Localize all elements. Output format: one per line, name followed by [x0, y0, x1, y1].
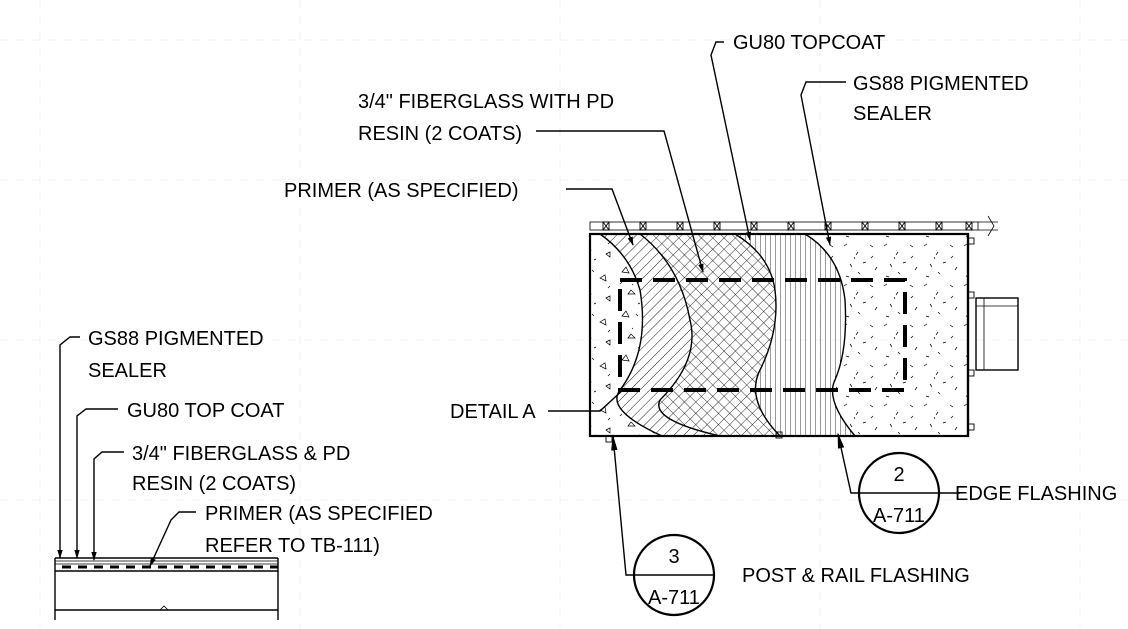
section-label-fiberglass-line2: RESIN (2 COATS) — [132, 473, 296, 495]
label-gs88-line2: SEALER — [853, 103, 932, 125]
section-label-primer-line2: REFER TO TB-111) — [205, 535, 380, 557]
detail-ref-3: 3 A-711 POST & RAIL FLASHING — [611, 434, 970, 617]
detail-ref-2-number: 2 — [893, 464, 904, 486]
section-label-fiberglass-line1: 3/4" FIBERGLASS & PD — [132, 443, 350, 465]
label-gs88-line1: GS88 PIGMENTED — [853, 73, 1029, 95]
detail-ref-2-sheet: A-711 — [873, 505, 925, 527]
label-gu80-topcoat: GU80 TOPCOAT — [733, 32, 885, 54]
detail-a-boundary — [618, 278, 907, 392]
detail-ref-3-sheet: A-711 — [648, 587, 700, 609]
layer-fiberglass — [640, 234, 780, 436]
label-fiberglass-line2: RESIN (2 COATS) — [358, 123, 522, 145]
detail-ref-2: 2 A-711 EDGE FLASHING — [837, 432, 1117, 535]
label-primer: PRIMER (AS SPECIFIED) — [284, 180, 518, 202]
layer-primer — [600, 234, 720, 436]
label-detail-a: DETAIL A — [450, 401, 536, 423]
plan-view — [588, 215, 1019, 443]
layer-topcoat — [735, 234, 855, 436]
section-label-gu80: GU80 TOP COAT — [127, 400, 284, 422]
rail-clips — [602, 221, 973, 231]
detail-ref-3-number: 3 — [668, 546, 679, 568]
section-view: GS88 PIGMENTED SEALER GU80 TOP COAT 3/4"… — [54, 328, 433, 620]
detail-ref-3-label: POST & RAIL FLASHING — [742, 565, 970, 587]
section-label-gs88-line2: SEALER — [88, 360, 167, 382]
layer-sealer — [805, 234, 968, 436]
layer-concrete — [590, 234, 662, 436]
section-label-primer-line1: PRIMER (AS SPECIFIED — [205, 503, 433, 525]
label-fiberglass-line1: 3/4" FIBERGLASS WITH PD — [358, 91, 614, 113]
detail-ref-2-label: EDGE FLASHING — [955, 483, 1117, 505]
section-label-gs88-line1: GS88 PIGMENTED — [88, 328, 264, 350]
plan-callouts: GU80 TOPCOAT GS88 PIGMENTED SEALER 3/4" … — [284, 32, 1029, 423]
